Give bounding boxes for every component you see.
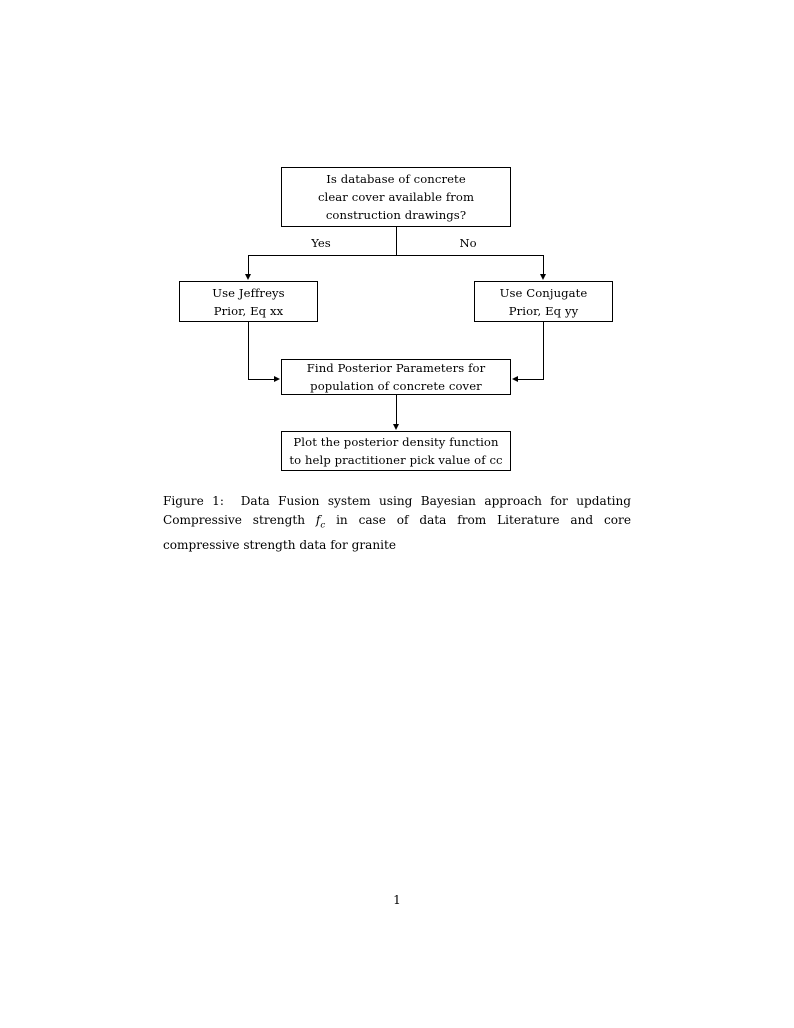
conjugate-node-line-2: Prior, Eq yy (508, 303, 579, 318)
plot-node-line-1: Plot the posterior density function (293, 435, 499, 449)
yes-branch-arrowhead (245, 274, 252, 280)
flowchart-figure: Is database of concrete clear cover avai… (0, 0, 794, 490)
jeffreys-node-line-1: Use Jeffreys (212, 285, 285, 300)
plot-node-line-2: to help practitioner pick value of cc (289, 453, 503, 467)
jeffreys-node-line-2: Prior, Eq xx (213, 303, 284, 318)
figure-caption-math-symbol: fc (315, 513, 325, 530)
math-base: f (315, 513, 321, 528)
figure-caption-part2: in case of data from Literature and core… (163, 513, 631, 552)
math-subscript: c (320, 520, 326, 531)
posterior-node-line-1: Find Posterior Parameters for (306, 361, 486, 375)
no-branch-arrowhead (540, 274, 547, 280)
conjugate-to-posterior-horizontal (517, 379, 544, 380)
conjugate-node-line-1: Use Conjugate (499, 285, 588, 300)
figure-caption: Figure 1: Data Fusion system using Bayes… (163, 492, 631, 555)
posterior-node-line-2: population of concrete cover (310, 379, 482, 393)
decision-node-line-2: clear cover available from (317, 190, 475, 204)
jeffreys-to-posterior-vertical (248, 322, 249, 380)
no-branch-line (543, 255, 544, 275)
jeffreys-prior-node: Use Jeffreys Prior, Eq xx (179, 281, 318, 322)
decision-node-line-1: Is database of concrete (326, 172, 466, 186)
decision-node: Is database of concrete clear cover avai… (281, 167, 511, 227)
page-number: 1 (393, 893, 401, 907)
decision-split-line (248, 255, 544, 256)
edge-label-yes: Yes (311, 236, 331, 250)
conjugate-to-posterior-vertical (543, 322, 544, 380)
figure-caption-part1: Data Fusion system using Bayesian approa… (163, 494, 631, 528)
find-posterior-node: Find Posterior Parameters for population… (281, 359, 511, 395)
jeffreys-to-posterior-arrowhead (274, 375, 280, 382)
posterior-to-plot-line (396, 395, 397, 425)
plot-density-node: Plot the posterior density function to h… (281, 431, 511, 471)
yes-branch-line (248, 255, 249, 275)
edge-label-no: No (459, 236, 477, 250)
decision-node-line-3: construction drawings? (325, 208, 467, 222)
conjugate-prior-node: Use Conjugate Prior, Eq yy (474, 281, 613, 322)
posterior-to-plot-arrowhead (393, 424, 400, 430)
conjugate-to-posterior-arrowhead (512, 375, 518, 382)
figure-caption-label: Figure 1: (163, 494, 224, 508)
jeffreys-to-posterior-horizontal (248, 379, 275, 380)
decision-stem-line (396, 227, 397, 256)
